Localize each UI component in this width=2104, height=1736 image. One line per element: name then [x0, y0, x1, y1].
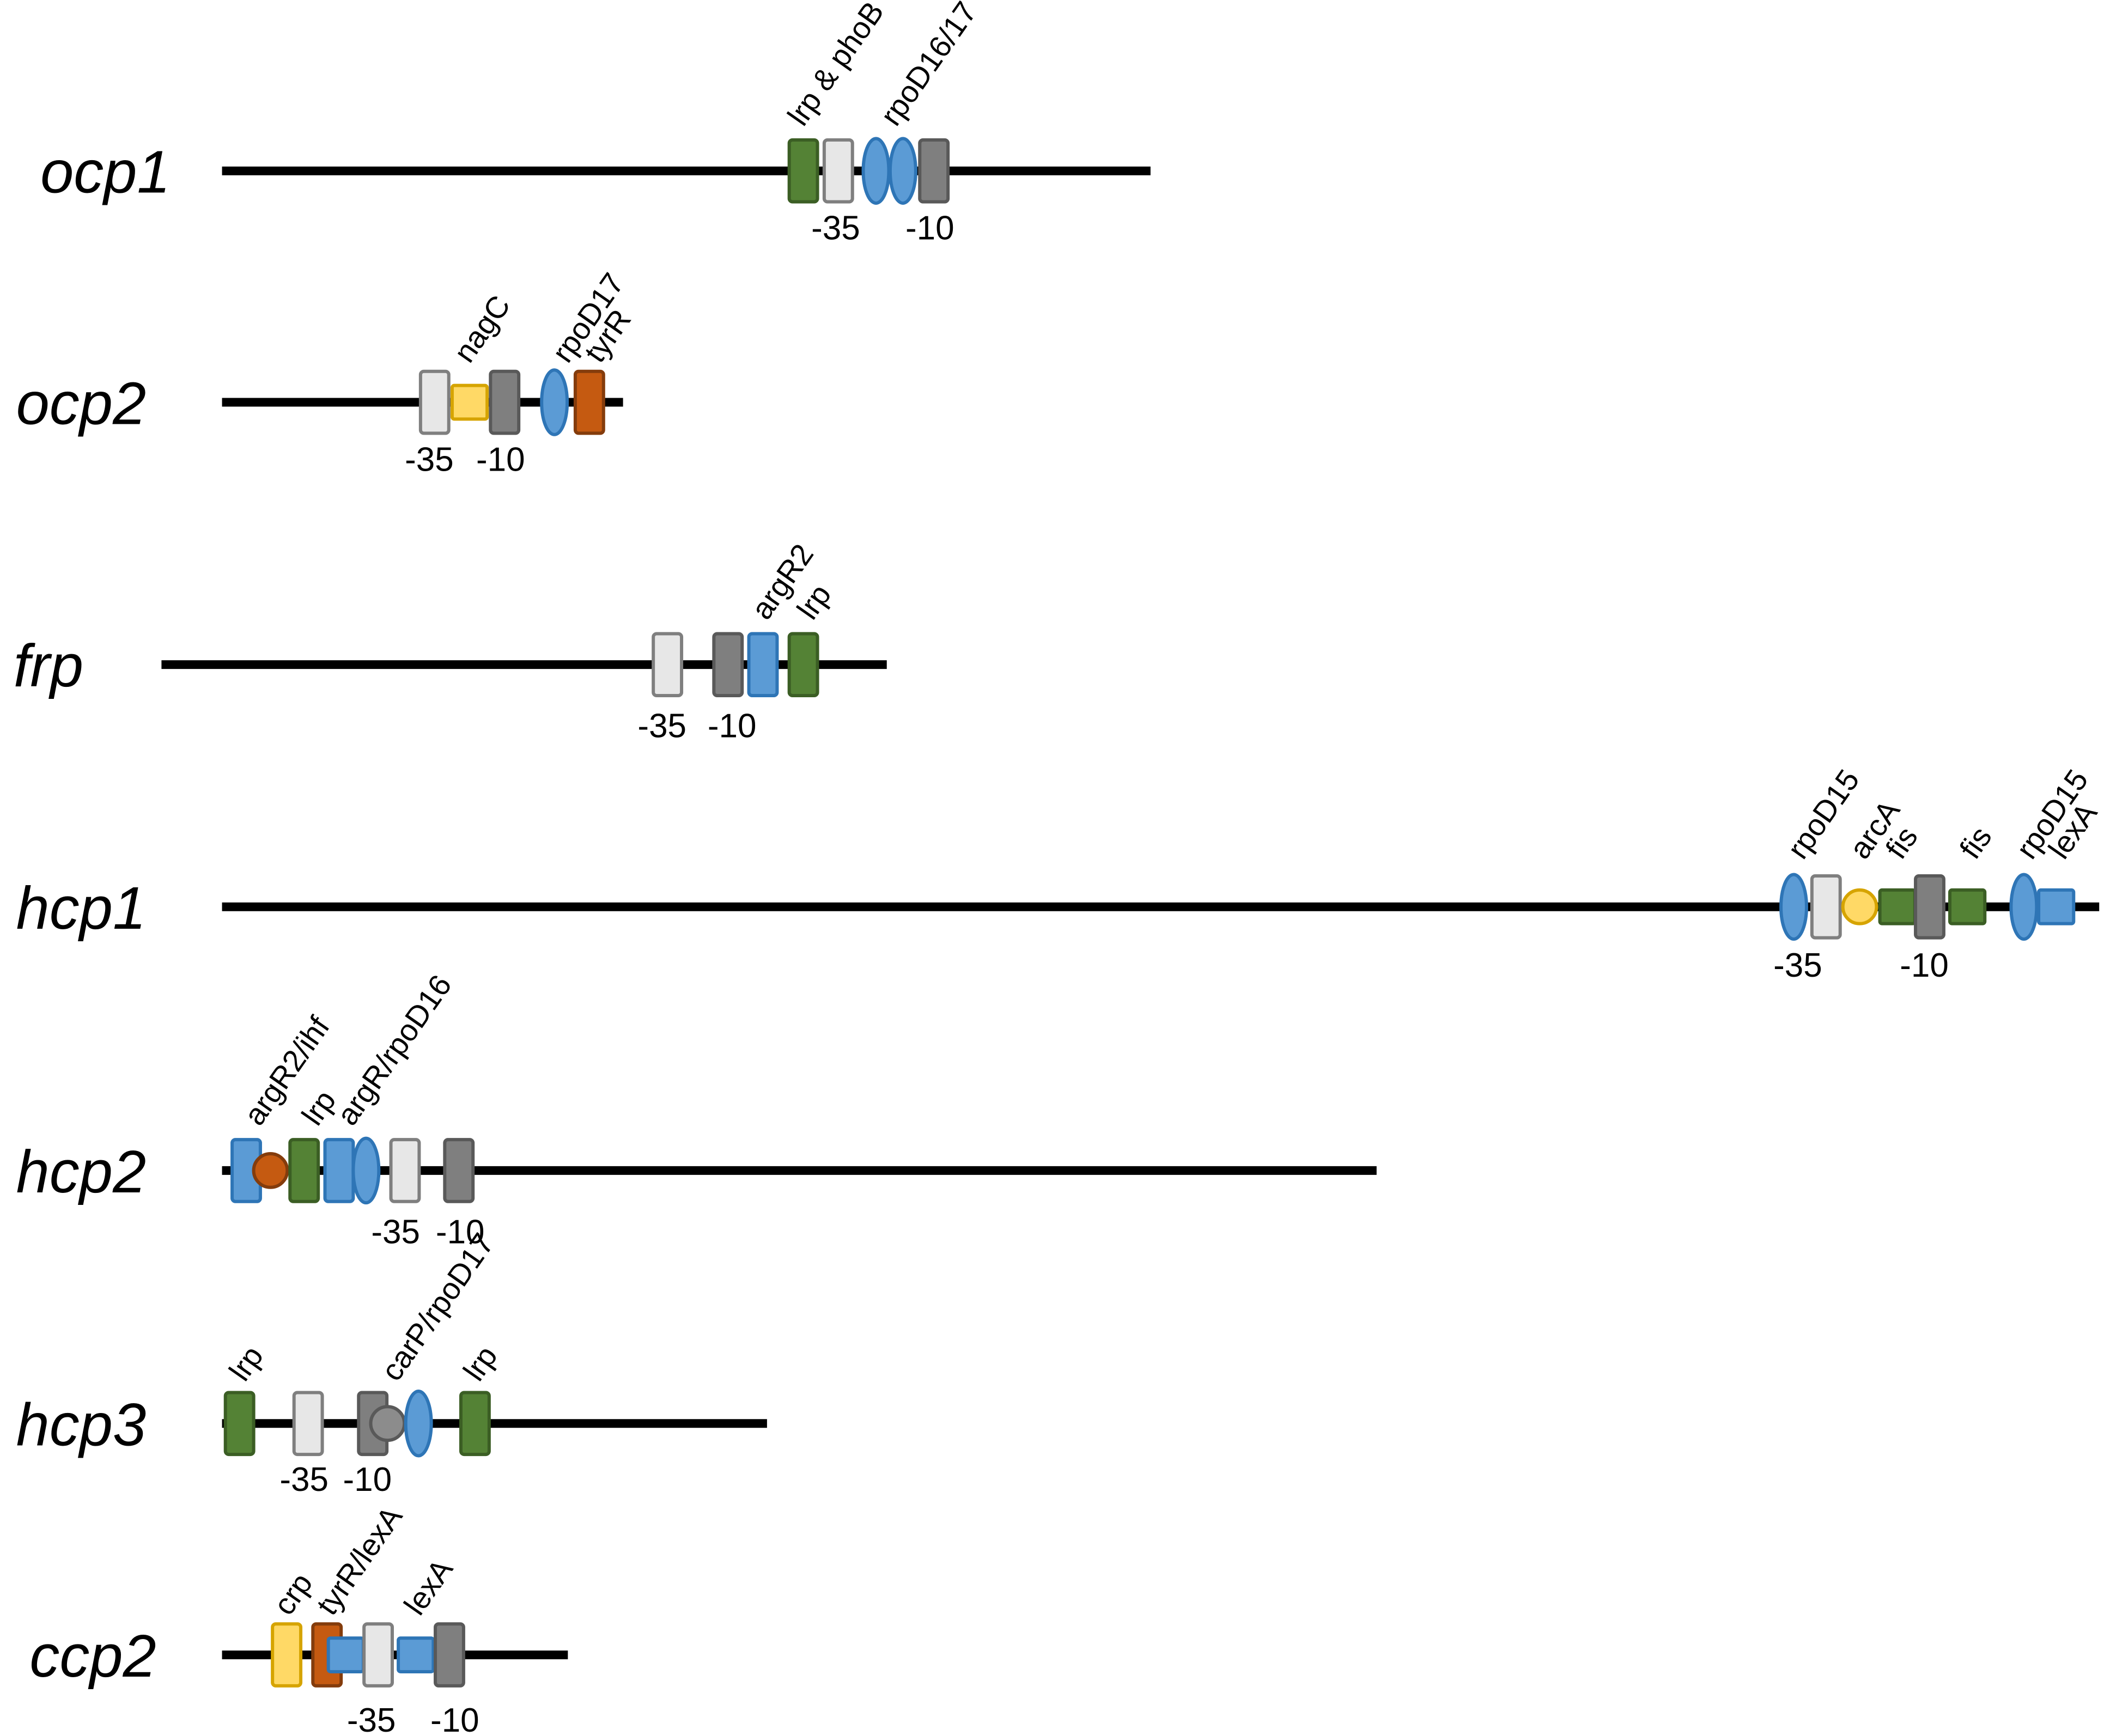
binding-site-rect: [573, 369, 605, 435]
binding-site-ellipse: [404, 1389, 433, 1458]
binding-site-rect: [443, 1138, 475, 1203]
position-label: -35: [371, 1213, 420, 1251]
position-label: -10: [708, 708, 757, 745]
binding-site-rect: [288, 1138, 320, 1203]
position-label: -10: [436, 1213, 485, 1251]
binding-site-square: [397, 1636, 435, 1673]
binding-site-square: [326, 1636, 365, 1673]
binding-site-ellipse: [540, 368, 569, 436]
position-label: -10: [343, 1461, 392, 1499]
binding-site-rect: [434, 1622, 465, 1688]
binding-site-rect: [712, 632, 744, 697]
binding-site-rect: [787, 632, 819, 697]
binding-site-rect: [1914, 874, 1945, 940]
binding-site-circle: [252, 1152, 289, 1189]
binding-site-rect: [362, 1622, 394, 1688]
site-label: argR/rpoD16: [330, 968, 458, 1131]
binding-site-rect: [822, 138, 854, 204]
binding-site-square: [450, 383, 489, 421]
site-label: crp: [266, 1567, 319, 1621]
site-label: lrp: [457, 1339, 504, 1387]
position-label: -10: [476, 441, 525, 479]
binding-site-rect: [271, 1622, 303, 1688]
binding-site-rect: [652, 632, 684, 697]
binding-site-circle: [369, 1405, 406, 1442]
gene-name: hcp3: [16, 1391, 147, 1458]
gene-name: ocp1: [40, 139, 171, 206]
binding-site-rect: [292, 1391, 324, 1457]
site-label: rpoD16/17: [873, 0, 983, 132]
gene-name: ocp2: [16, 370, 147, 437]
binding-site-ellipse: [351, 1136, 381, 1205]
binding-site-ellipse: [861, 137, 891, 205]
position-label: -35: [347, 1702, 396, 1736]
position-label: -35: [279, 1461, 329, 1499]
site-label: tyrR/lexA: [309, 1500, 409, 1621]
binding-site-rect: [389, 1138, 421, 1203]
binding-site-square: [2037, 888, 2076, 925]
binding-site-ellipse: [2009, 873, 2039, 941]
binding-site-rect: [459, 1391, 491, 1457]
position-label: -35: [811, 210, 860, 247]
site-label: lrp: [222, 1339, 270, 1387]
binding-site-rect: [918, 138, 950, 204]
binding-site-rect: [489, 369, 521, 435]
binding-site-rect: [787, 138, 819, 204]
site-label: lexA: [397, 1552, 459, 1621]
binding-site-rect: [223, 1391, 256, 1457]
position-label: -10: [430, 1702, 479, 1736]
position-label: -35: [1773, 947, 1822, 984]
binding-site-rect: [418, 369, 451, 435]
position-label: -10: [905, 210, 954, 247]
binding-site-square: [1948, 888, 1987, 925]
position-label: -35: [637, 708, 686, 745]
gene-name: hcp1: [16, 875, 147, 942]
gene-name: hcp2: [16, 1138, 147, 1205]
binding-site-rect: [323, 1138, 355, 1203]
binding-site-ellipse: [1779, 873, 1808, 941]
gene-name: ccp2: [29, 1623, 156, 1690]
gene-name: frp: [14, 632, 83, 699]
binding-site-ellipse: [888, 137, 917, 205]
site-label: fis: [1953, 820, 1998, 865]
binding-site-rect: [1810, 874, 1842, 940]
binding-site-rect: [747, 632, 779, 697]
site-label: nagC: [447, 289, 516, 368]
binding-site-square: [1878, 888, 1917, 925]
position-label: -35: [405, 441, 454, 479]
position-label: -10: [1900, 947, 1949, 984]
binding-site-circle: [1841, 888, 1878, 925]
